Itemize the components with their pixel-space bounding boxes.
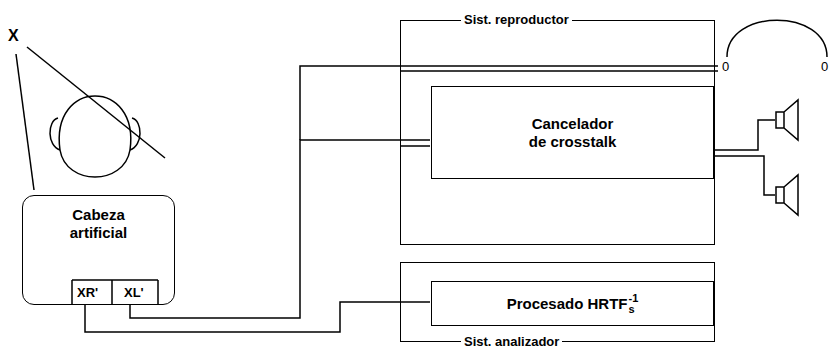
box-heading: Sist. reproductor: [461, 12, 572, 28]
signal-name: XL': [124, 285, 144, 301]
pointer-line: [27, 47, 165, 158]
system-box: Sist. analizadorProcesado HRTF-1s: [400, 262, 715, 342]
left-ear: [50, 118, 60, 150]
process-box: Procesado HRTF-1s: [431, 281, 714, 326]
signal-name: XR': [77, 285, 98, 301]
headphone-wire: [300, 66, 718, 140]
process-box: Cancelador de crosstalk: [431, 86, 714, 179]
box-label: Cancelador de crosstalk: [525, 115, 621, 151]
script-mark: -1: [629, 293, 639, 304]
processor-input: [400, 301, 430, 303]
headphone-symbol: [727, 20, 827, 57]
box-label: Procesado HRTF: [507, 295, 628, 313]
source-label: X: [8, 28, 19, 44]
dummy-head-box: Cabeza artificial: [22, 195, 175, 305]
output-cells: [72, 280, 158, 305]
signal-wire: [130, 140, 400, 318]
box-label: Cabeza artificial: [59, 206, 139, 242]
speaker-wire: [715, 120, 775, 195]
pointer-line: [16, 54, 34, 190]
head-outline: [59, 96, 131, 150]
speaker-symbol: [776, 175, 798, 215]
canceller-input: [400, 140, 430, 146]
signal-wire: [85, 302, 400, 332]
script-mark: s: [629, 304, 639, 315]
earpiece-mark: 0: [722, 59, 729, 75]
system-box: Sist. reproductorCancelador de crosstalk: [400, 20, 715, 245]
head-chin: [60, 150, 130, 177]
box-heading: Sist. analizador: [461, 334, 562, 350]
speaker-symbol: [776, 100, 798, 140]
earpiece-mark: 0: [821, 59, 828, 75]
